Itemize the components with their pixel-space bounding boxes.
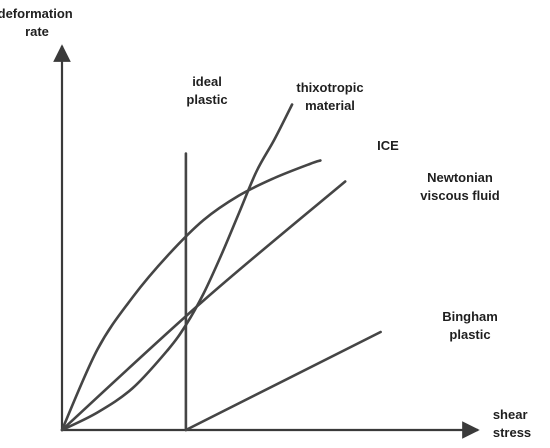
series-label-bingham-plastic-line-1: Bingham bbox=[442, 309, 498, 324]
series-label-thixotropic-material-line-2: material bbox=[305, 98, 355, 113]
series-line-thixotropic-material bbox=[60, 103, 294, 432]
series-label-bingham-plastic-line-2: plastic bbox=[449, 327, 490, 342]
x-axis-label: shear stress bbox=[493, 407, 531, 440]
series-line-newtonian-viscous-fluid bbox=[60, 180, 347, 432]
y-axis-label-line-1: deformation bbox=[0, 6, 73, 21]
y-axis-label-line-2: rate bbox=[25, 24, 49, 39]
series-label-bingham-plastic: Bingham plastic bbox=[442, 309, 498, 342]
series-line-ice bbox=[60, 159, 322, 432]
x-axis-label-line-1: shear bbox=[493, 407, 528, 422]
series-label-newtonian-viscous-fluid-line-1: Newtonian bbox=[427, 170, 493, 185]
series-label-ice: ICE bbox=[377, 138, 399, 153]
series-label-ideal-plastic: ideal plastic bbox=[186, 74, 227, 107]
series-label-thixotropic-material-line-1: thixotropic bbox=[296, 80, 363, 95]
series-line-bingham-plastic bbox=[184, 330, 382, 432]
series-label-ideal-plastic-line-1: ideal bbox=[192, 74, 222, 89]
series-group bbox=[60, 103, 382, 432]
y-axis-label: deformation rate bbox=[0, 6, 76, 39]
series-label-thixotropic-material: thixotropic material bbox=[296, 80, 363, 113]
series-label-ideal-plastic-line-2: plastic bbox=[186, 92, 227, 107]
series-label-newtonian-viscous-fluid-line-2: viscous fluid bbox=[420, 188, 500, 203]
x-axis-label-line-2: stress bbox=[493, 425, 531, 440]
series-label-newtonian-viscous-fluid: Newtonian viscous fluid bbox=[420, 170, 500, 203]
